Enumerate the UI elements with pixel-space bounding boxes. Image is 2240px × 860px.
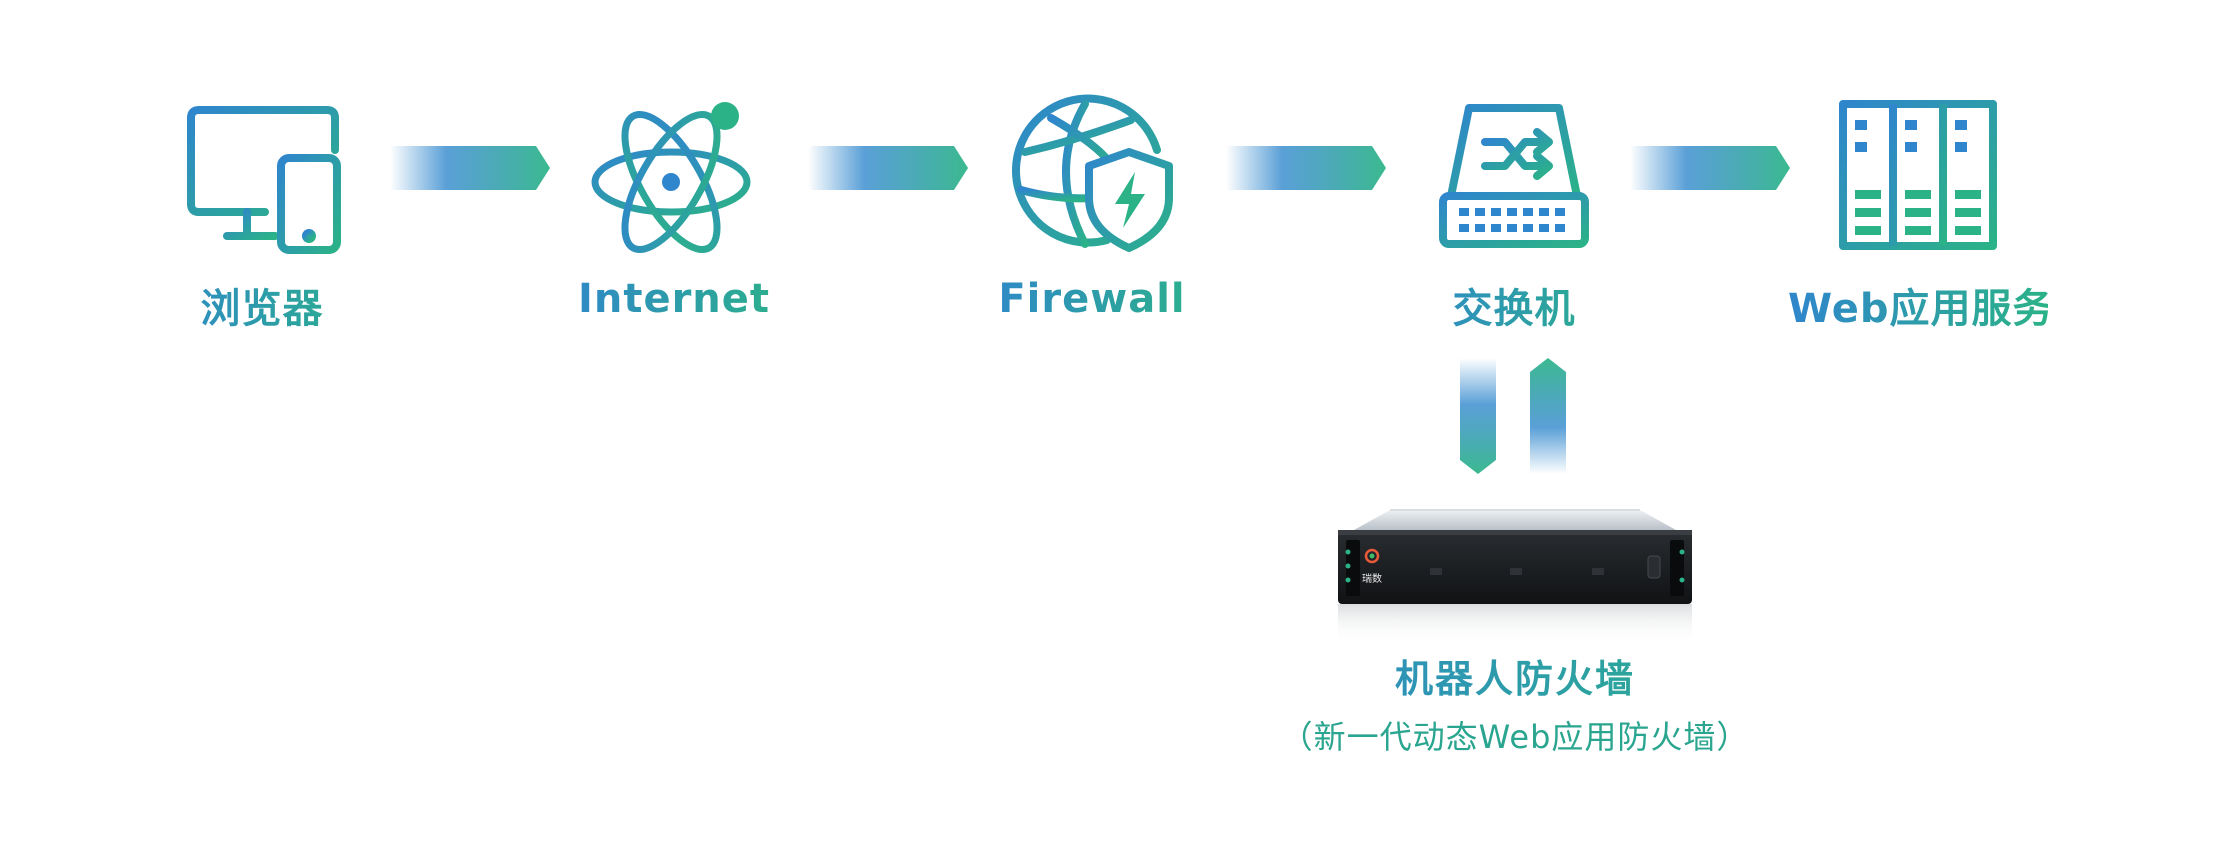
node-switch: 交换机 — [1394, 90, 1634, 334]
node-internet: Internet — [554, 90, 794, 322]
server-rack-icon — [1839, 100, 1997, 250]
device-logo: 瑞数 — [1362, 572, 1382, 585]
robot-firewall-appliance: 瑞数 — [1338, 509, 1692, 644]
node-label: Internet — [554, 276, 794, 322]
robot-firewall-subtitle: （新一代动态Web应用防火墙） — [1280, 718, 1750, 756]
network-switch-icon — [1439, 104, 1589, 248]
up-arrow — [1530, 358, 1566, 474]
node-web-server: Web应用服务器 — [1788, 90, 2093, 334]
node-firewall: Firewall — [972, 90, 1212, 322]
robot-firewall-title: 机器人防火墙 — [1215, 648, 1815, 703]
down-arrow — [1460, 358, 1496, 474]
node-label: 交换机 — [1394, 276, 1634, 334]
node-label: 浏览器 — [142, 276, 382, 334]
globe-shield-icon — [1012, 94, 1173, 252]
node-browser: 浏览器 — [142, 90, 382, 334]
node-label: Firewall — [972, 276, 1212, 322]
node-label: Web应用服务器 — [1788, 276, 2093, 334]
browser-devices-icon — [187, 106, 341, 254]
atom-internet-icon — [591, 102, 751, 254]
